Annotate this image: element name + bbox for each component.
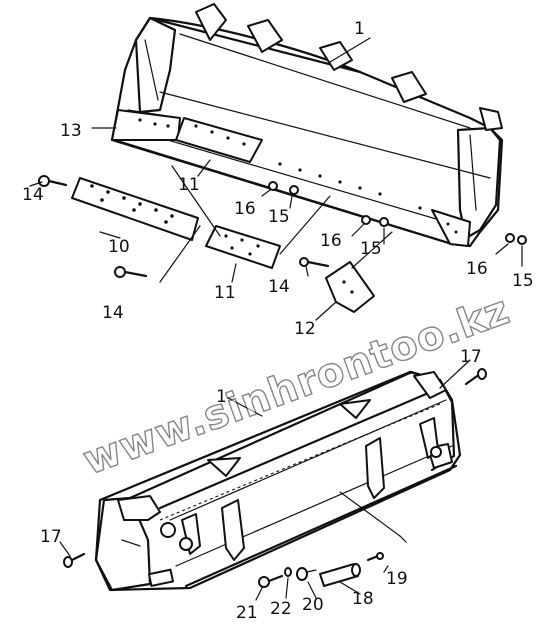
pin-18 <box>319 563 361 587</box>
label-10: 10 <box>108 237 130 257</box>
washer-20 <box>296 567 317 581</box>
washer-16-c <box>505 233 515 243</box>
label-12: 12 <box>294 319 316 339</box>
pin-17-left <box>63 552 86 568</box>
label-15-upper: 15 <box>268 207 290 227</box>
cutting-edge-part-10 <box>71 177 199 241</box>
blade-rear-view <box>94 370 462 592</box>
label-17-left: 17 <box>40 527 62 547</box>
label-13: 13 <box>60 121 82 141</box>
label-14-lower: 14 <box>102 303 124 323</box>
label-22: 22 <box>270 599 292 619</box>
label-20: 20 <box>302 595 324 615</box>
nut-15-b <box>379 217 389 227</box>
label-1-bottom: 1 <box>216 387 227 407</box>
washer-16-a <box>268 181 278 191</box>
bolt-21 <box>258 574 284 588</box>
washer-16-b <box>361 215 371 225</box>
bolt-14-center <box>299 257 330 268</box>
label-17-right: 17 <box>460 347 482 367</box>
callout-labels: 1 13 11 16 15 14 10 11 14 14 12 16 15 16… <box>22 19 534 623</box>
label-18: 18 <box>352 589 374 609</box>
label-16-upper: 16 <box>234 199 256 219</box>
lock-washer-22 <box>284 567 292 577</box>
label-19: 19 <box>386 569 408 589</box>
label-1-top: 1 <box>354 19 365 39</box>
bolt-14-lower <box>114 266 148 278</box>
label-16-right: 16 <box>466 259 488 279</box>
label-15-center: 15 <box>360 239 382 259</box>
cutting-edge-part-11 <box>205 225 281 269</box>
blade-front-view <box>110 3 504 248</box>
nut-15-c <box>517 235 527 245</box>
label-15-right: 15 <box>512 271 534 291</box>
end-bit-12 <box>325 261 375 313</box>
leader-lines-top <box>29 37 523 321</box>
bolt-14-upper <box>38 175 68 187</box>
nut-15-a <box>289 185 299 195</box>
label-16-center: 16 <box>320 231 342 251</box>
leader-lines-bottom <box>59 359 471 601</box>
label-21: 21 <box>236 603 258 623</box>
pin-17-right <box>464 368 487 386</box>
grease-fitting-19 <box>366 552 384 562</box>
label-14-center: 14 <box>268 277 290 297</box>
label-14-upper: 14 <box>22 185 44 205</box>
label-11-lower: 11 <box>214 283 236 303</box>
label-11-upper: 11 <box>178 175 200 195</box>
